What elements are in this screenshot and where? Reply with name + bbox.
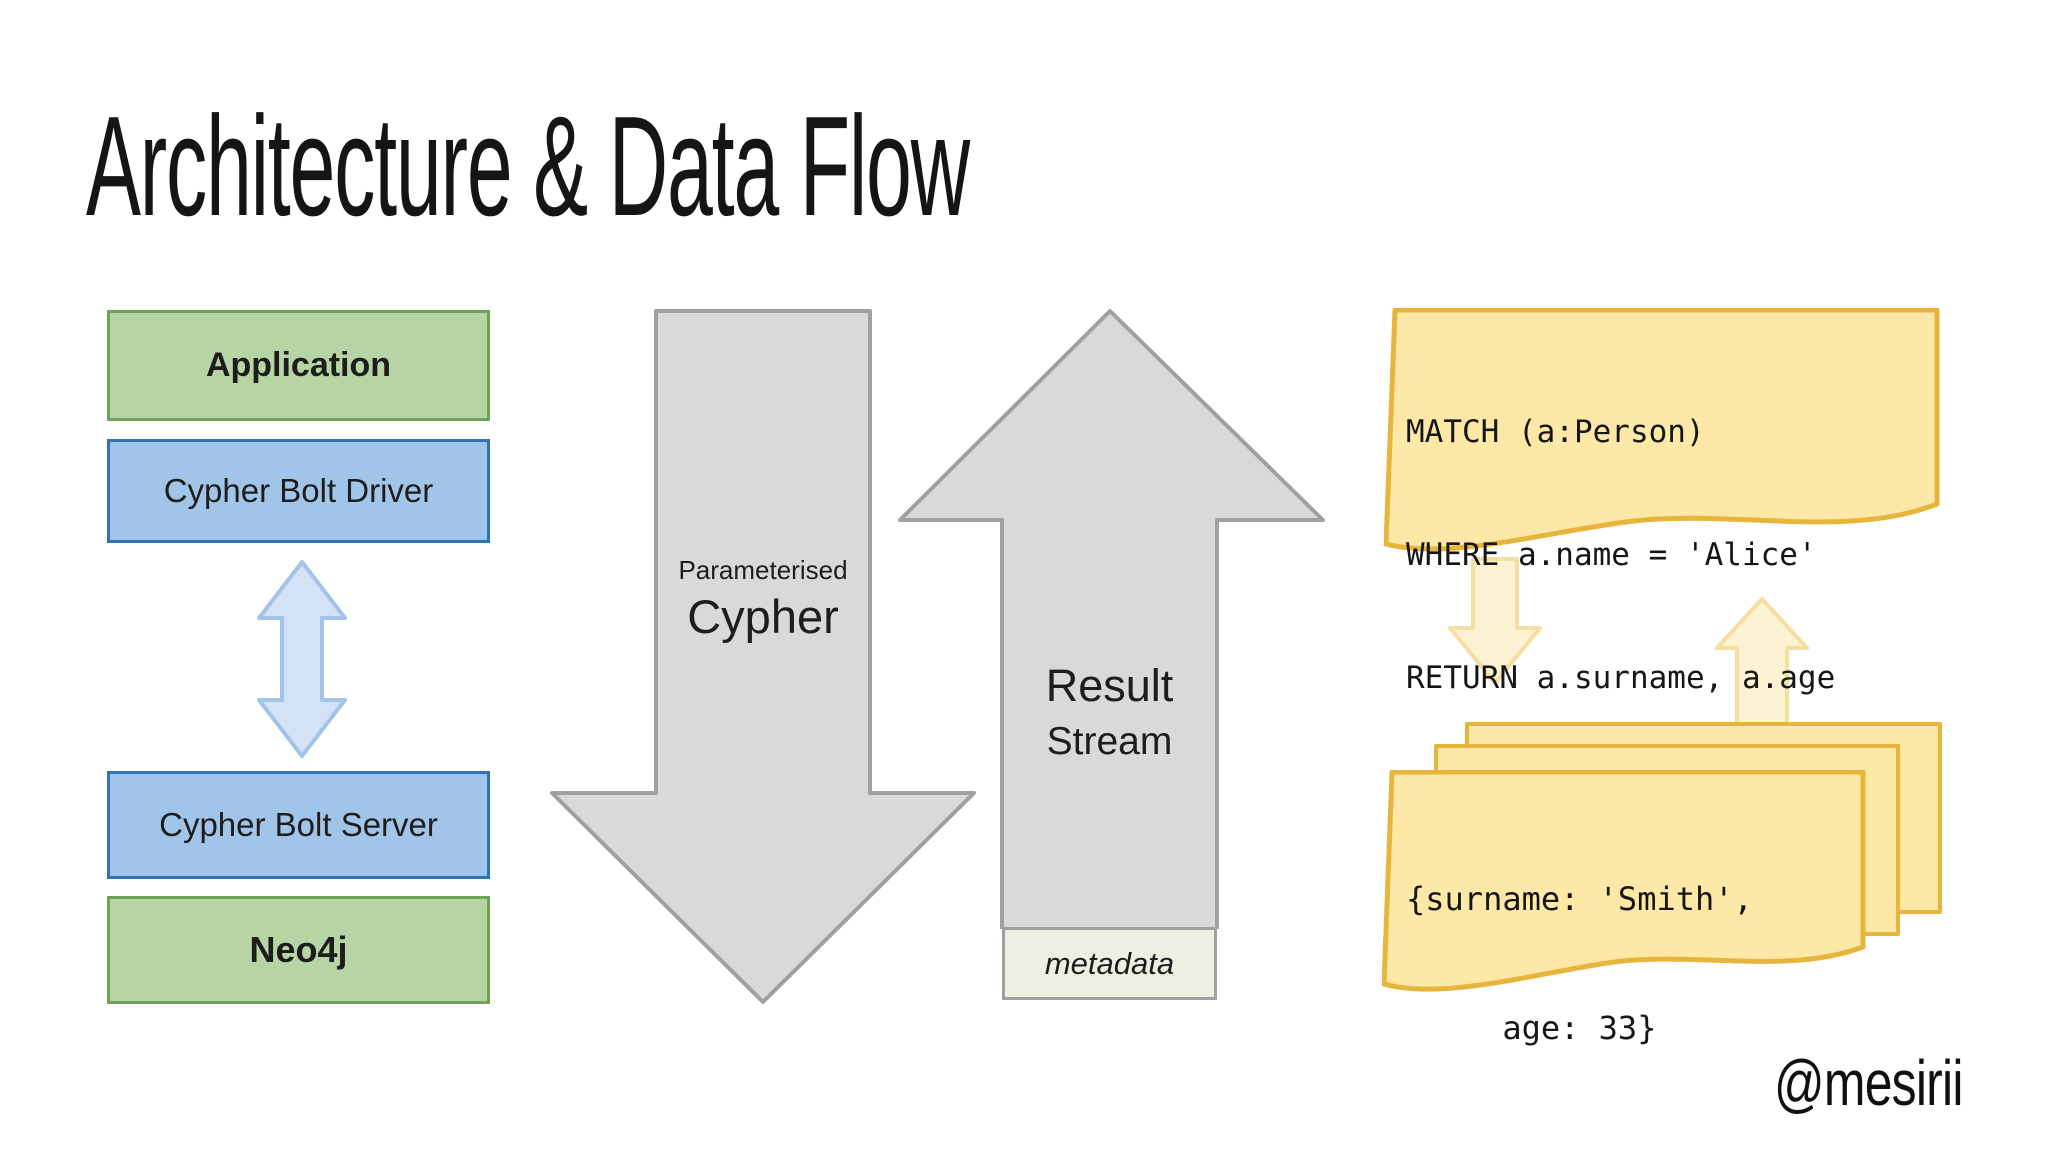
result-document-front	[1382, 770, 1866, 992]
query-code-line: WHERE a.name = 'Alice'	[1406, 537, 1817, 573]
parameterised-label: Parameterised	[678, 555, 848, 585]
page-title: Architecture & Data Flow	[86, 87, 970, 246]
stream-label: Stream	[1046, 719, 1173, 763]
application-label: Application	[205, 346, 392, 384]
cypher-bolt-driver-label: Cypher Bolt Driver	[163, 472, 434, 509]
neo4j-box: Neo4j	[107, 896, 490, 1004]
result-code-line: {surname: 'Smith',	[1406, 880, 1753, 918]
parameterised-cypher-down-arrow	[550, 309, 976, 1004]
result-document-code: {surname: 'Smith', age: 33}	[1406, 792, 1753, 1136]
cypher-bolt-server-label: Cypher Bolt Server	[159, 806, 438, 843]
driver-server-updown-arrow-icon	[257, 560, 347, 758]
cypher-bolt-driver-box: Cypher Bolt Driver	[107, 439, 490, 543]
query-code-line: MATCH (a:Person)	[1406, 414, 1705, 450]
metadata-box: metadata	[1002, 927, 1217, 1000]
cypher-bolt-server-box: Cypher Bolt Server	[107, 771, 490, 879]
down-arrow-label: Parameterised Cypher	[656, 555, 870, 644]
cypher-query-code: MATCH (a:Person) WHERE a.name = 'Alice' …	[1406, 330, 1835, 781]
up-arrow-label: Result Stream	[1002, 660, 1217, 765]
result-label: Result	[1045, 660, 1174, 711]
cypher-query-document	[1384, 308, 1940, 552]
query-code-line: RETURN a.surname, a.age	[1406, 660, 1836, 696]
result-code-line: age: 33}	[1406, 1009, 1657, 1047]
neo4j-label: Neo4j	[249, 929, 348, 970]
result-stream-up-arrow	[898, 309, 1325, 929]
metadata-label: metadata	[1044, 945, 1175, 981]
application-box: Application	[107, 310, 490, 421]
cypher-label: Cypher	[687, 589, 839, 643]
author-handle: @mesirii	[1774, 1047, 1963, 1119]
query-down-arrow-icon	[1448, 557, 1542, 685]
